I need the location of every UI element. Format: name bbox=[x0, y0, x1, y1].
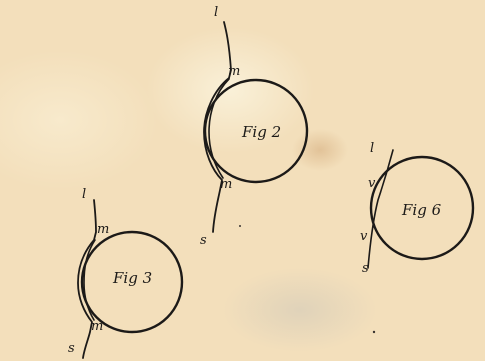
fig-2-outer-line bbox=[203, 21, 232, 233]
fig-6-tangent-line bbox=[367, 149, 394, 269]
ink-speck bbox=[239, 225, 241, 227]
fig-3-title: Fig 3 bbox=[113, 269, 153, 287]
ink-speck bbox=[372, 330, 376, 334]
fig-2-top-mark: l bbox=[214, 5, 219, 20]
fig-2-circle bbox=[203, 78, 309, 184]
fig-3-lower-mark: m bbox=[91, 319, 104, 334]
fig-3-top-mark: l bbox=[82, 187, 87, 202]
fig-6-diagram bbox=[367, 149, 475, 269]
fig-2-upper-mark: m bbox=[228, 64, 241, 79]
fig-6-top-mark: l bbox=[370, 141, 375, 156]
fig-6-upper-mark: v bbox=[368, 176, 376, 191]
fig-3-bottom-mark: s bbox=[68, 341, 75, 356]
fig-3-diagram bbox=[77, 199, 184, 359]
fig-2-title: Fig 2 bbox=[242, 123, 282, 141]
fig-2-inner-line bbox=[208, 78, 230, 179]
fig-2-diagram bbox=[203, 21, 309, 233]
fig-3-outer-line bbox=[77, 199, 97, 359]
fig-3-inner-line bbox=[83, 239, 96, 321]
fig-2-lower-mark: m bbox=[220, 177, 233, 192]
fig-6-circle bbox=[369, 155, 475, 261]
fig-6-title: Fig 6 bbox=[402, 201, 442, 219]
fig-2-bottom-mark: s bbox=[200, 233, 207, 248]
fig-6-bottom-mark: s bbox=[362, 261, 369, 276]
fig-6-lower-mark: v bbox=[360, 229, 368, 244]
fig-3-upper-mark: m bbox=[97, 222, 110, 237]
fig-3-circle bbox=[80, 230, 184, 334]
